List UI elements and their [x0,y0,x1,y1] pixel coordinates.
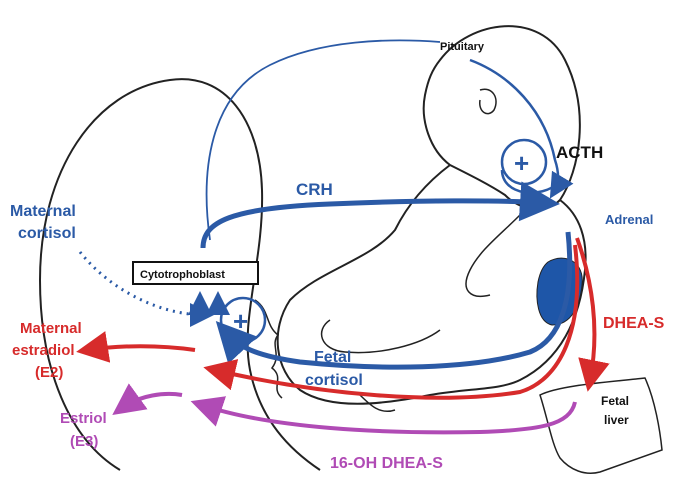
fetus-head-outline [424,26,580,209]
placenta-plus-sign: + [233,306,248,336]
fetal-cortisol-label-line2: cortisol [305,372,363,389]
dhea-s-arrow [577,238,594,380]
maternal-estradiol-label-line2: estradiol [12,342,75,359]
fetus-arm [466,215,520,296]
crh-to-pituitary-line [207,40,440,240]
pituitary-plus-sign: + [514,148,529,178]
estriol-label-line1: Estriol [60,410,107,427]
estriol-label-line2: (E3) [70,433,98,450]
placenta-to-estriol-arrow [122,394,182,408]
fetal-liver-label-line1: Fetal [601,394,629,408]
fetal-cortisol-label-line1: Fetal [314,349,351,366]
dhea-s-label: DHEA-S [603,315,665,332]
maternal-cortisol-label-line2: cortisol [18,225,76,242]
acth-label: ACTH [556,143,603,162]
adrenal-label: Adrenal [605,212,653,227]
pituitary-feedback-arc [502,170,560,193]
pituitary-label: Pituitary [440,41,485,53]
oh-dhea-s-label: 16-OH DHEA-S [330,455,443,472]
oh-dhea-s-arrow [202,402,575,432]
maternal-cortisol-label-line1: Maternal [10,203,76,220]
maternal-estradiol-label-line1: Maternal [20,320,82,337]
fetus-ear [480,89,496,113]
cytotrophoblast-label: Cytotrophoblast [140,269,225,281]
placenta-to-estradiol-arrow [88,346,195,350]
fetal-liver-label-line2: liver [604,413,629,427]
fetal-liver-shape [540,378,662,473]
crh-label: CRH [296,180,333,199]
maternal-estradiol-label-line3: (E2) [35,364,63,381]
